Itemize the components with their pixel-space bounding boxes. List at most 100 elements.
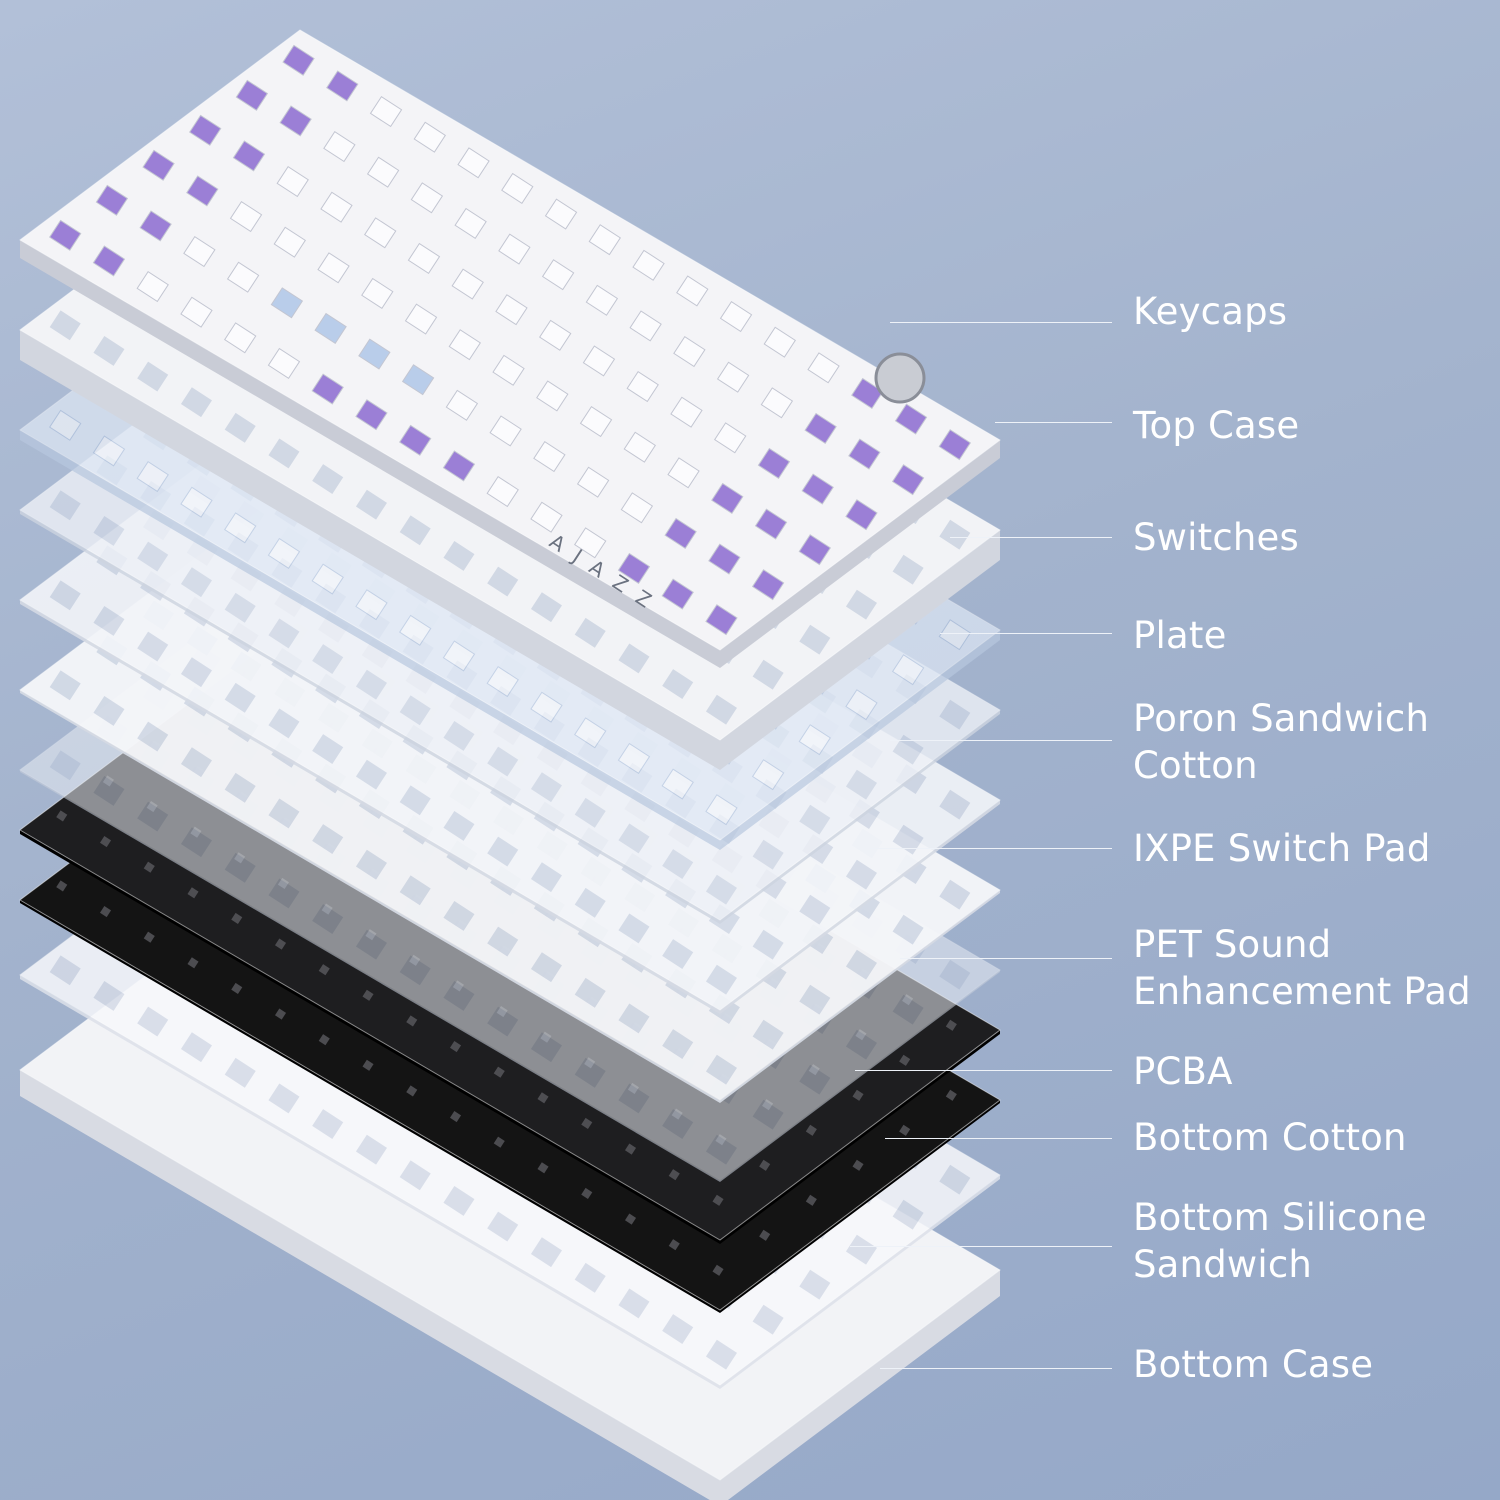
plate-cell bbox=[892, 734, 924, 765]
keycap bbox=[544, 198, 578, 230]
keycap bbox=[632, 249, 665, 281]
plate-cell bbox=[662, 849, 694, 879]
layer-keycaps bbox=[19, 29, 1001, 668]
top-case-cell bbox=[939, 519, 971, 550]
keycap bbox=[270, 287, 304, 319]
top-case-cell bbox=[180, 387, 212, 418]
label-text: Plate bbox=[1133, 614, 1227, 657]
pcba-cell bbox=[143, 861, 155, 873]
keycap bbox=[454, 207, 487, 240]
bottom-silicone-sandwich-cell bbox=[399, 1160, 431, 1191]
ixpe-switch-pad-cell bbox=[312, 824, 344, 854]
bottom-silicone-sandwich-cell bbox=[662, 1314, 694, 1344]
bottom-cotton-cell bbox=[274, 1008, 287, 1020]
pcba-cell bbox=[945, 1019, 957, 1031]
ixpe-switch-pad-cell bbox=[662, 1029, 694, 1059]
top-case-cell bbox=[49, 310, 81, 341]
bottom-silicone-sandwich-side bbox=[720, 1175, 1000, 1389]
label-text: PCBA bbox=[1133, 1050, 1233, 1093]
plate-cell bbox=[443, 721, 475, 751]
pet-sound-enhancement-pad-cell bbox=[224, 852, 256, 883]
bottom-cotton-cell bbox=[624, 1213, 637, 1225]
bottom-silicone-sandwich-cell bbox=[224, 1057, 256, 1088]
keycap bbox=[486, 475, 519, 508]
ixpe-switch-pad-cell bbox=[574, 977, 606, 1008]
keycap bbox=[189, 114, 222, 146]
ixpe-switch-pad-cell bbox=[705, 1054, 737, 1085]
pcba-cell bbox=[99, 836, 112, 848]
plate-cell bbox=[268, 618, 300, 649]
keycap bbox=[495, 294, 528, 326]
keycap bbox=[355, 399, 388, 431]
keycap bbox=[705, 604, 738, 636]
label-text: Bottom Case bbox=[1133, 1343, 1374, 1386]
volume-knob-icon bbox=[874, 352, 926, 404]
pet-sound-enhancement-pad-cell bbox=[180, 827, 212, 858]
keycap bbox=[629, 310, 662, 342]
keycap bbox=[92, 245, 126, 277]
poron-sandwich-cotton-cell bbox=[530, 862, 562, 893]
bottom-silicone-sandwich-cell bbox=[574, 1262, 606, 1293]
pet-sound-enhancement-pad-cell bbox=[892, 994, 924, 1025]
ixpe-switch-pad-cell bbox=[399, 875, 431, 906]
bottom-cotton-cell bbox=[231, 982, 243, 994]
switches-cell bbox=[224, 512, 257, 544]
pet-sound-enhancement-pad-cell bbox=[49, 750, 81, 781]
keycap bbox=[574, 527, 607, 559]
poron-sandwich-cotton-cell bbox=[49, 580, 81, 611]
keycap bbox=[760, 387, 794, 419]
leader-line-top-case bbox=[995, 422, 1112, 423]
keycap bbox=[232, 140, 266, 172]
keycap bbox=[226, 261, 260, 293]
keycap bbox=[585, 284, 619, 316]
label-pcba: PCBA bbox=[1133, 1048, 1233, 1095]
ixpe-switch-pad-cell bbox=[892, 914, 924, 945]
keycap bbox=[533, 440, 566, 473]
bottom-cotton-cell bbox=[187, 957, 199, 969]
label-text: Bottom Silicone bbox=[1133, 1196, 1427, 1239]
ixpe-switch-pad-cell bbox=[530, 952, 562, 983]
keycap bbox=[626, 370, 659, 403]
top-case-cell bbox=[268, 438, 300, 469]
keycap bbox=[804, 412, 837, 445]
leader-line-bottom-case bbox=[880, 1368, 1112, 1369]
bottom-cotton-cell bbox=[537, 1162, 549, 1174]
plate-cell bbox=[705, 874, 737, 905]
ixpe-switch-pad-cell bbox=[268, 798, 300, 829]
bottom-cotton-cell bbox=[759, 1229, 771, 1241]
leader-line-pet bbox=[900, 958, 1112, 959]
keycap bbox=[369, 95, 403, 128]
keycap bbox=[410, 182, 444, 214]
pet-sound-enhancement-pad-cell bbox=[93, 776, 125, 806]
poron-sandwich-cotton-cell bbox=[137, 631, 169, 662]
keycap bbox=[661, 578, 694, 610]
poron-sandwich-cotton-cell bbox=[224, 682, 256, 713]
keycap bbox=[136, 270, 169, 303]
bottom-silicone-sandwich-cell bbox=[268, 1083, 300, 1114]
keycap bbox=[798, 534, 831, 566]
pet-sound-enhancement-pad-cell bbox=[752, 1099, 784, 1130]
ixpe-switch-pad-side bbox=[720, 890, 1000, 1103]
bottom-silicone-sandwich-cell bbox=[799, 1269, 831, 1300]
pcba-cell bbox=[624, 1143, 637, 1155]
keycap bbox=[708, 543, 741, 575]
keycap bbox=[399, 424, 432, 456]
ixpe-switch-pad-cell bbox=[443, 901, 475, 931]
keycap bbox=[664, 517, 697, 550]
plate-cell bbox=[180, 567, 212, 598]
bottom-cotton-cell bbox=[362, 1059, 374, 1071]
pcba-cell bbox=[362, 989, 374, 1001]
keycap bbox=[667, 457, 700, 489]
top-case-cell bbox=[845, 589, 877, 620]
switches-cell bbox=[574, 717, 607, 749]
label-text: Enhancement Pad bbox=[1133, 970, 1471, 1013]
keycap bbox=[894, 403, 928, 435]
label-text: Bottom Cotton bbox=[1133, 1116, 1407, 1159]
label-ixpe-switch-pad: IXPE Switch Pad bbox=[1133, 825, 1431, 872]
label-text: IXPE Switch Pad bbox=[1133, 827, 1431, 870]
bottom-case-edge bbox=[20, 1070, 720, 1500]
keycap bbox=[501, 172, 534, 205]
pet-sound-enhancement-pad-cell bbox=[399, 955, 431, 986]
plate-side bbox=[720, 710, 1000, 924]
bottom-cotton-cell bbox=[56, 880, 68, 892]
